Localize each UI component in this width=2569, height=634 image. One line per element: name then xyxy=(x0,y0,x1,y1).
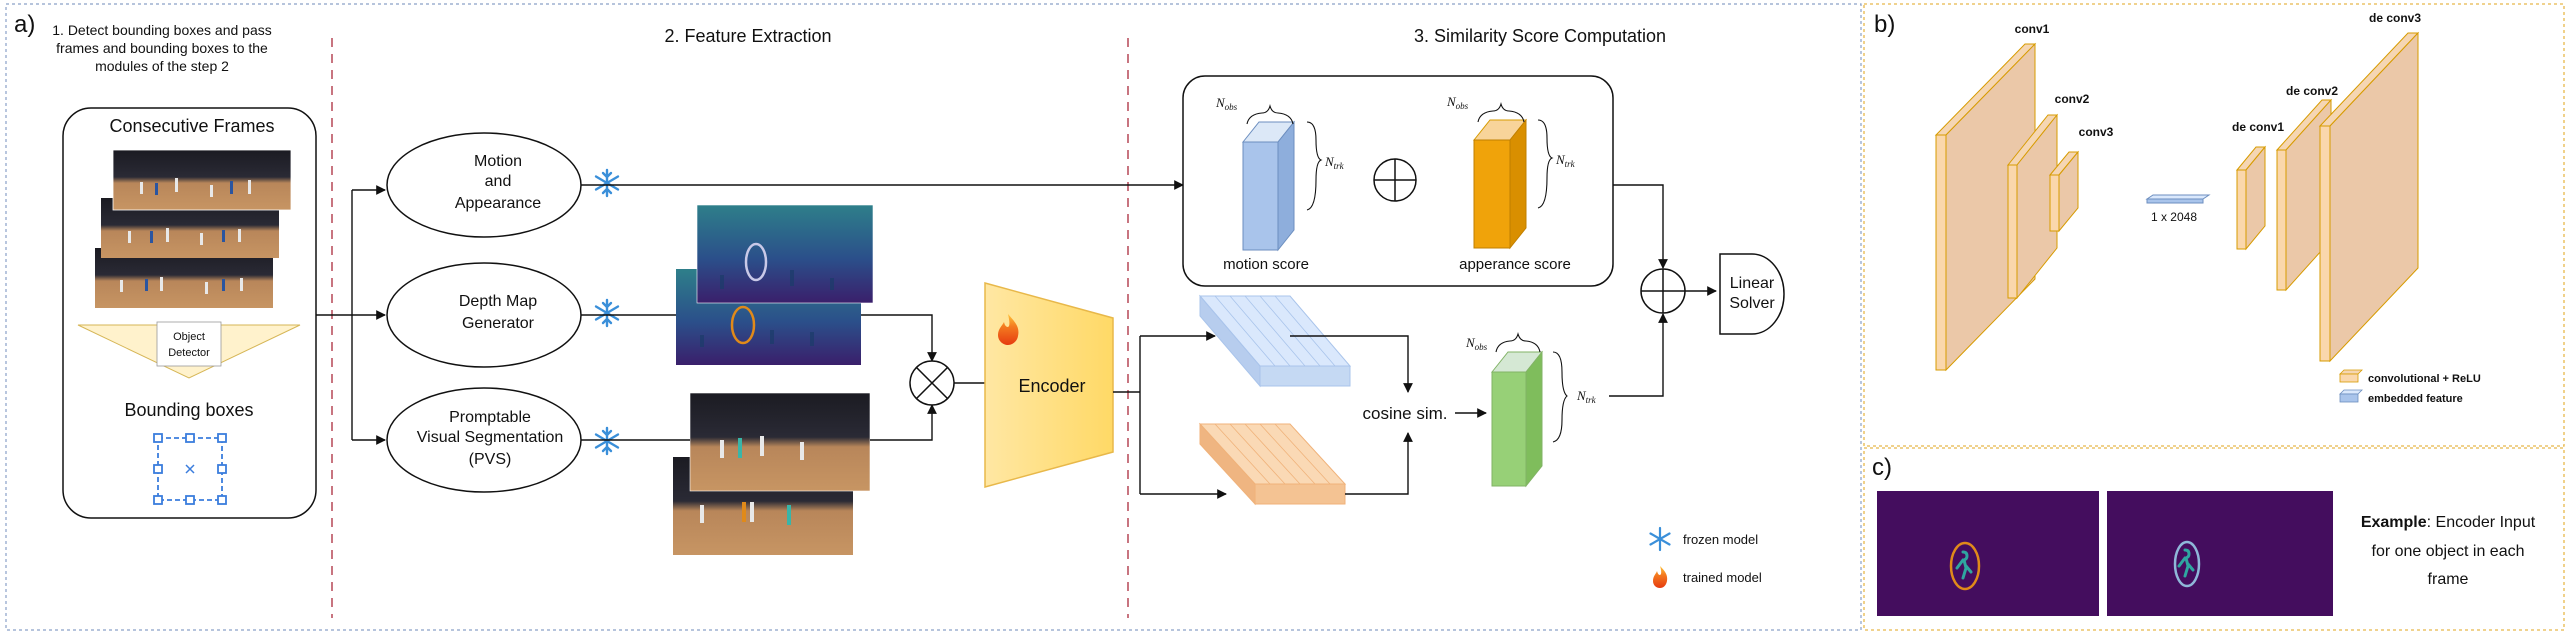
cosine-ntrk-label: Ntrk xyxy=(1552,351,1597,443)
plus-operator xyxy=(1373,158,1417,202)
embedding-label: 1 x 2048 xyxy=(2151,210,2197,224)
svg-text:Ntrk: Ntrk xyxy=(1324,154,1345,171)
conv2-label: conv2 xyxy=(2055,92,2090,106)
motion-score-label: motion score xyxy=(1223,256,1309,273)
conv1-label: conv1 xyxy=(2015,22,2050,36)
svg-text:Ntrk: Ntrk xyxy=(1576,388,1597,405)
step1-line3: modules of the step 2 xyxy=(95,58,229,74)
panel-b-label: b) xyxy=(1874,11,1895,38)
masked-frame-depth xyxy=(1877,491,2099,616)
panel-a: a) 1. Detect bounding boxes and pass fra… xyxy=(5,3,1862,631)
object-detector-label-1: Object xyxy=(173,331,205,343)
cosine-score-block xyxy=(1490,350,1544,488)
consecutive-frames-image xyxy=(95,149,292,308)
example-line3: frame xyxy=(2428,571,2469,588)
panel-a-border xyxy=(5,3,1862,631)
deconv1-label: de conv1 xyxy=(2232,120,2284,134)
motion-appearance-label-3: Appearance xyxy=(455,195,541,212)
bounding-boxes-title: Bounding boxes xyxy=(124,400,253,420)
motion-appearance-label-1: Motion xyxy=(474,153,522,170)
appearance-score-block xyxy=(1472,118,1528,250)
svg-text:Nobs: Nobs xyxy=(1215,95,1238,112)
deconv3-block xyxy=(2318,31,2420,363)
snowflake-icon xyxy=(594,426,620,456)
panel-c-label: c) xyxy=(1872,454,1892,481)
svg-text:Ntrk: Ntrk xyxy=(1555,152,1576,169)
appearance-score-label: apperance score xyxy=(1459,256,1571,273)
conv3-block xyxy=(2048,150,2080,233)
flame-icon xyxy=(1653,566,1668,588)
depth-map-images xyxy=(676,204,874,365)
svg-text:Nobs: Nobs xyxy=(1465,335,1488,352)
motion-appearance-label-2: and xyxy=(485,173,512,190)
snowflake-icon xyxy=(594,168,620,198)
tracklet-embedding-slab xyxy=(1198,294,1352,388)
example-line1: Example: Encoder Input xyxy=(2361,514,2536,531)
pvs-label-3: (PVS) xyxy=(469,451,512,468)
cosine-nobs-label: Nobs xyxy=(1465,332,1541,353)
slab-to-cosine-arrows xyxy=(1290,335,1413,495)
feature-to-multiply-arrows xyxy=(581,314,937,441)
pvs-label-2: Visual Segmentation xyxy=(417,429,563,446)
deconv2-label: de conv2 xyxy=(2286,84,2338,98)
panel-c: c) Example: Encoder Input for one object… xyxy=(1863,447,2565,631)
pvs-label-1: Promptable xyxy=(449,409,531,426)
object-detector-label-box xyxy=(156,321,222,367)
linear-solver-node xyxy=(1719,253,1785,335)
legend-trained-label: trained model xyxy=(1683,570,1762,585)
conv2-block xyxy=(2006,113,2059,300)
multiply-operator xyxy=(909,360,955,406)
motion-score-block xyxy=(1241,120,1296,252)
step3-heading: 3. Similarity Score Computation xyxy=(1414,26,1666,46)
deconv1-block xyxy=(2235,145,2267,251)
depth-map-label-1: Depth Map xyxy=(459,293,537,310)
deconv3-label: de conv3 xyxy=(2369,11,2421,25)
legend-frozen-label: frozen model xyxy=(1683,532,1758,547)
panel-c-border xyxy=(1863,447,2565,631)
example-line2: for one object in each xyxy=(2372,543,2525,560)
pvs-images xyxy=(673,392,871,555)
motion-nobs-label: Nobs xyxy=(1215,95,1294,125)
panel-b-border xyxy=(1863,3,2565,447)
snowflake-icon xyxy=(1649,526,1671,552)
step1-line2: frames and bounding boxes to the xyxy=(56,40,268,56)
conv3-label: conv3 xyxy=(2079,125,2114,139)
scores-to-final-plus-arrows xyxy=(1609,184,1668,397)
step2-heading: 2. Feature Extraction xyxy=(664,26,831,46)
panel-b: b) conv1 conv2 conv3 1 x 2048 xyxy=(1863,3,2565,447)
panel-a-label: a) xyxy=(14,11,35,38)
embedding-block xyxy=(2145,194,2211,204)
linear-solver-label-1: Linear xyxy=(1730,275,1775,292)
legend-conv-label: convolutional + ReLU xyxy=(2368,373,2481,385)
bounding-box-icon xyxy=(153,433,227,505)
final-plus-operator xyxy=(1640,268,1686,314)
consecutive-frames-title: Consecutive Frames xyxy=(109,116,274,136)
svg-text:Nobs: Nobs xyxy=(1446,94,1469,111)
encoder-label: Encoder xyxy=(1018,376,1085,396)
motion-ntrk-label: Ntrk xyxy=(1306,121,1345,211)
appearance-nobs-label: Nobs xyxy=(1446,94,1525,123)
step1-fanout-arrows xyxy=(316,185,386,445)
legend-embed-label: embedded feature xyxy=(2368,393,2463,405)
encoder-split-arrows xyxy=(1113,331,1227,499)
depth-map-label-2: Generator xyxy=(462,315,535,332)
linear-solver-label-2: Solver xyxy=(1729,295,1775,312)
legend-conv-swatch xyxy=(2339,369,2363,383)
cosine-sim-label: cosine sim. xyxy=(1362,404,1447,423)
legend-embed-swatch xyxy=(2339,389,2363,403)
masked-frame-pvs xyxy=(2107,491,2333,616)
object-detector-label-2: Detector xyxy=(168,347,210,359)
detection-embedding-slab xyxy=(1198,422,1347,506)
snowflake-icon xyxy=(594,298,620,328)
flame-icon xyxy=(998,314,1019,345)
appearance-ntrk-label: Ntrk xyxy=(1537,119,1576,209)
step1-line1: 1. Detect bounding boxes and pass xyxy=(52,22,272,38)
